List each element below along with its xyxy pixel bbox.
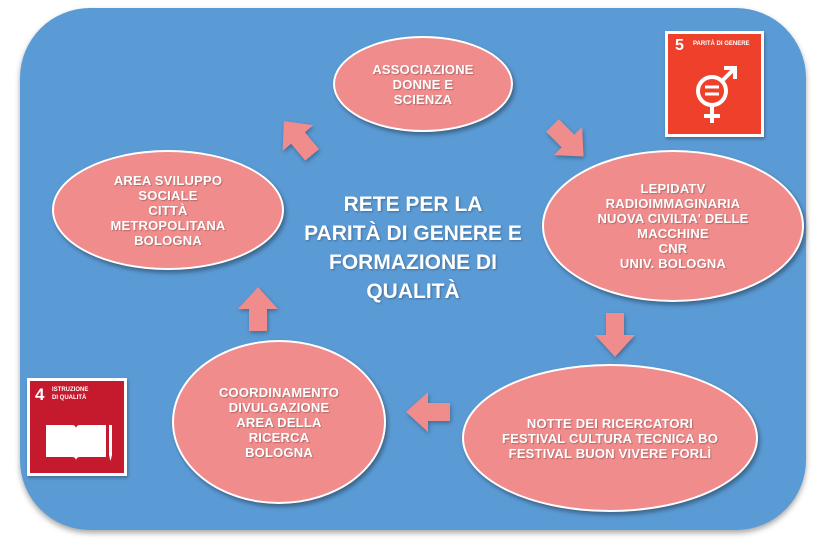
node-associazione-label: ASSOCIAZIONE DONNE E SCIENZA — [372, 61, 474, 107]
node-area-sviluppo-label: AREA SVILUPPO SOCIALE CITTÀ METROPOLITAN… — [110, 172, 226, 248]
sdg5-badge: 5 PARITÀ DI GENERE — [665, 31, 764, 137]
node-coordinamento: COORDINAMENTO DIVULGAZIONE AREA DELLA RI… — [172, 340, 386, 504]
arrow-to-coordinamento — [406, 392, 450, 432]
node-media-partners: LEPIDATV RADIOIMMAGINARIA NUOVA CIVILTA'… — [542, 150, 804, 302]
arrow-to-festival — [595, 313, 635, 357]
node-festival: NOTTE DEI RICERCATORI FESTIVAL CULTURA T… — [462, 364, 758, 512]
center-title: RETE PER LA PARITÀ DI GENERE E FORMAZION… — [304, 193, 522, 303]
gender-equality-icon — [696, 66, 737, 123]
node-media-partners-label: LEPIDATV RADIOIMMAGINARIA NUOVA CIVILTA'… — [597, 181, 749, 271]
sdg5-number: 5 — [675, 37, 684, 54]
node-festival-label: NOTTE DEI RICERCATORI FESTIVAL CULTURA T… — [501, 415, 719, 461]
node-area-sviluppo: AREA SVILUPPO SOCIALE CITTÀ METROPOLITAN… — [52, 150, 284, 270]
sdg5-label: PARITÀ DI GENERE — [693, 41, 750, 47]
book-pencil-icon — [46, 425, 112, 461]
arrow-to-area — [238, 287, 278, 331]
arrow-to-associazione — [282, 121, 320, 161]
node-associazione: ASSOCIAZIONE DONNE E SCIENZA — [333, 36, 513, 132]
sdg4-label: ISTRUZIONE DI QUALITÀ — [52, 387, 89, 401]
arrow-to-media — [546, 119, 584, 157]
sdg4-number: 4 — [35, 385, 45, 404]
node-coordinamento-label: COORDINAMENTO DIVULGAZIONE AREA DELLA RI… — [218, 384, 340, 460]
sdg4-badge: 4 ISTRUZIONE DI QUALITÀ — [27, 378, 127, 476]
